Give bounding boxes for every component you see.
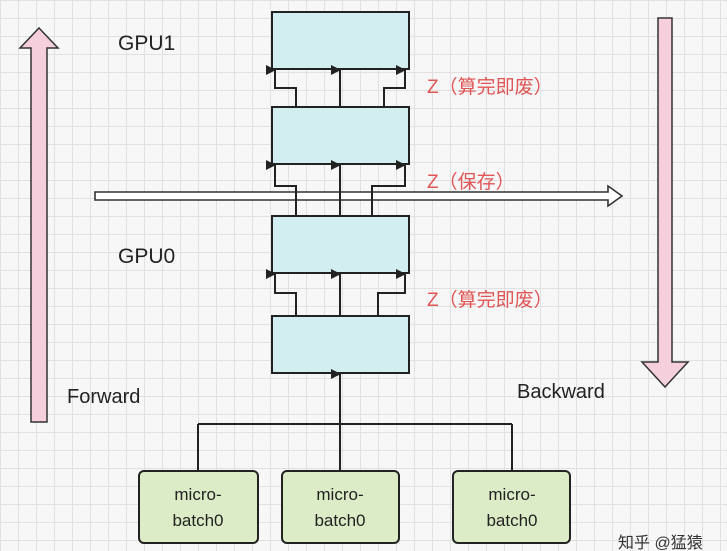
forward-arrow	[18, 26, 60, 423]
gpu0-label: GPU0	[118, 245, 175, 268]
micro-batch-2: micro- batch0	[281, 470, 400, 544]
micro-batch-3-line1: micro-	[488, 485, 535, 504]
micro-batch-3-line2: batch0	[486, 511, 537, 530]
micro-batch-2-line1: micro-	[316, 485, 363, 504]
layer-block-gpu1-top	[271, 11, 410, 70]
z-discard-label-top: Z（算完即废）	[427, 76, 553, 98]
forward-label: Forward	[67, 386, 140, 408]
connector-arrows-lower	[266, 269, 406, 316]
watermark: 知乎 @猛猿	[618, 534, 703, 551]
layer-block-gpu0-top	[271, 215, 410, 274]
micro-batch-1: micro- batch0	[138, 470, 259, 544]
layer-block-gpu1-bottom	[271, 106, 410, 165]
micro-batch-2-line2: batch0	[314, 511, 365, 530]
backward-arrow	[640, 17, 690, 389]
gpu-boundary-arrow	[94, 184, 624, 208]
z-save-label: Z（保存）	[427, 171, 515, 193]
micro-batch-3: micro- batch0	[452, 470, 571, 544]
connector-arrows-upper	[266, 65, 406, 107]
micro-batch-1-line2: batch0	[172, 511, 223, 530]
layer-block-gpu0-bottom	[271, 315, 410, 374]
gpu1-label: GPU1	[118, 32, 175, 55]
connector-arrows-middle	[266, 160, 406, 216]
input-connector	[197, 369, 513, 471]
backward-label: Backward	[517, 381, 605, 403]
micro-batch-1-line1: micro-	[174, 485, 221, 504]
z-discard-label-bottom: Z（算完即废）	[427, 289, 553, 311]
